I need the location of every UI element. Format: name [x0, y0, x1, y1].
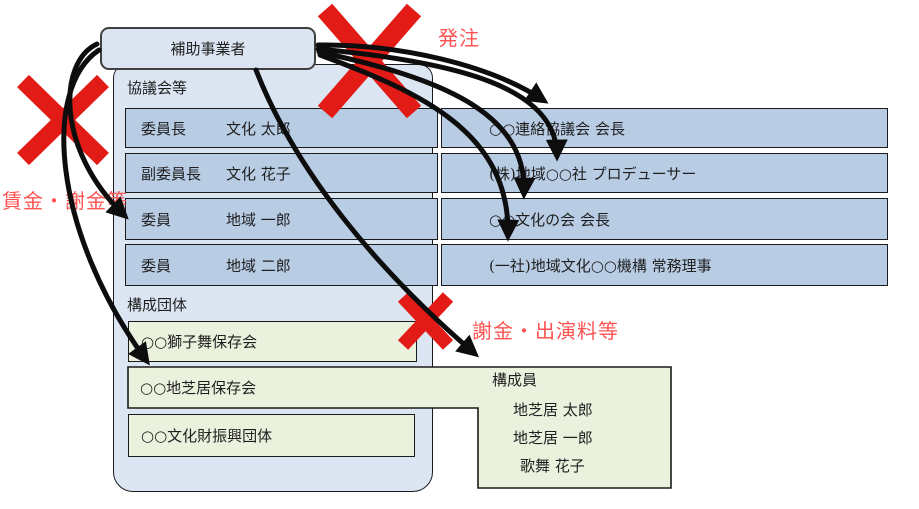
- council-row-4-left: 委員 地域 二郎: [125, 244, 438, 286]
- row-affiliation: ○○連絡協議会 会長: [489, 119, 625, 138]
- reward-flow-label: 謝金・出演料等: [472, 319, 619, 343]
- row-role: 委員: [141, 210, 172, 229]
- council-row-1-right: ○○連絡協議会 会長: [441, 108, 888, 148]
- council-row-2-left: 副委員長 文化 花子: [125, 153, 438, 193]
- order-flow-label: 発注: [438, 26, 480, 50]
- row-name: 地域 一郎: [226, 210, 291, 229]
- org-box-bunkazai: ○○文化財振興団体: [128, 414, 415, 457]
- council-section-title: 協議会等: [127, 79, 188, 97]
- row-role: 委員: [141, 256, 172, 275]
- council-row-3-right: ○○文化の会 会長: [441, 198, 888, 240]
- subsidy-operator-label: 補助事業者: [170, 40, 246, 58]
- shibai-members-polygon: [127, 366, 672, 489]
- council-row-2-right: (株)地域○○社 プロデューサー: [441, 153, 888, 193]
- row-affiliation: (株)地域○○社 プロデューサー: [489, 164, 697, 183]
- council-row-1-left: 委員長 文化 太郎: [125, 108, 438, 148]
- org-label: ○○文化財振興団体: [141, 427, 273, 445]
- row-name: 文化 太郎: [226, 119, 291, 138]
- member-name: 歌舞 花子: [520, 457, 585, 475]
- row-affiliation: ○○文化の会 会長: [489, 210, 610, 229]
- row-affiliation: (一社)地域文化○○機構 常務理事: [489, 256, 712, 275]
- wages-flow-label: 賃金・謝金等: [2, 189, 128, 213]
- member-orgs-section-title: 構成団体: [127, 296, 188, 314]
- council-row-3-left: 委員 地域 一郎: [125, 198, 438, 240]
- row-role: 委員長: [141, 119, 187, 138]
- org-box-shishimai: ○○獅子舞保存会: [128, 321, 417, 362]
- row-name: 文化 花子: [226, 164, 291, 183]
- council-row-4-right: (一社)地域文化○○機構 常務理事: [441, 244, 888, 286]
- member-name: 地芝居 一郎: [513, 429, 593, 447]
- row-role: 副委員長: [141, 164, 202, 183]
- org-label-jishibai: ○○地芝居保存会: [140, 379, 257, 397]
- row-name: 地域 二郎: [226, 256, 291, 275]
- member-name: 地芝居 太郎: [513, 401, 593, 419]
- subsidy-operator-box: 補助事業者: [100, 27, 316, 70]
- members-title: 構成員: [492, 371, 538, 389]
- org-label: ○○獅子舞保存会: [141, 333, 258, 351]
